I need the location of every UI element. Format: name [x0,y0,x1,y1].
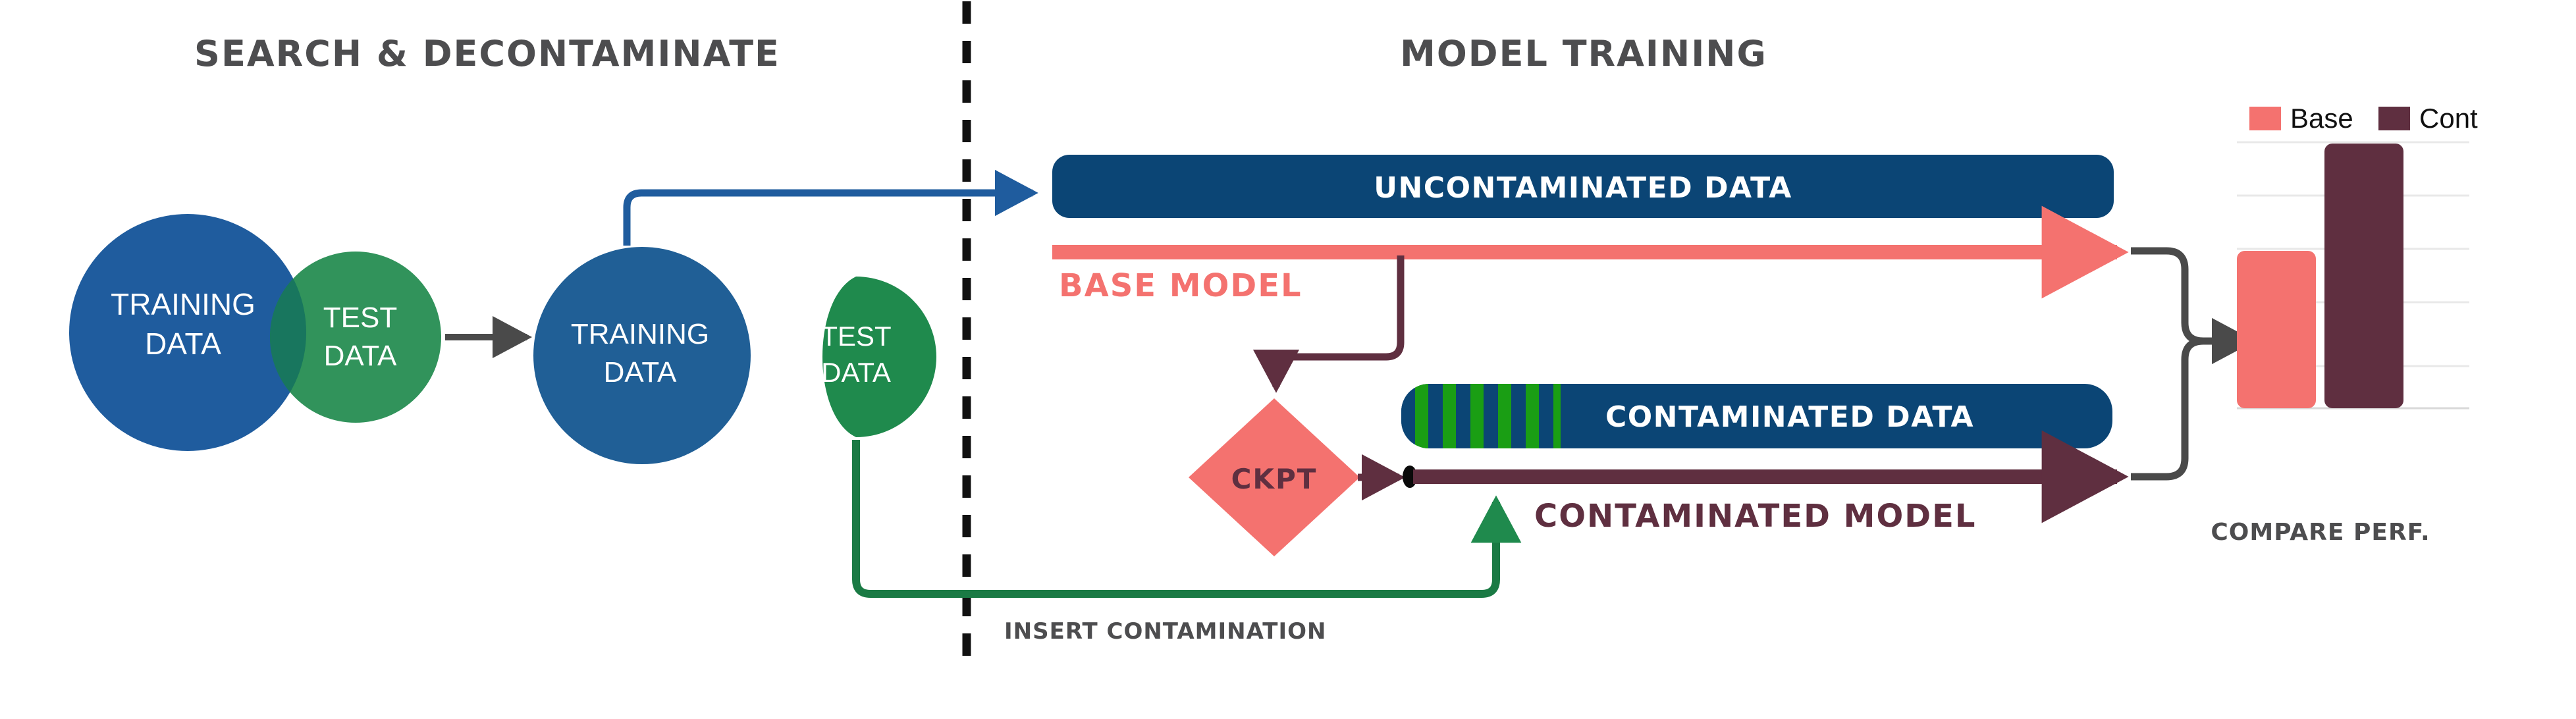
stage2-training-circle [533,247,751,464]
stage2-data-decontaminated: TRAINING DATA TEST DATA [533,247,936,464]
contaminated-data-bar: CONTAMINATED DATA [1401,384,2112,448]
insert-contamination-label: INSERT CONTAMINATION [1004,618,1327,645]
section-title-left: SEARCH & DECONTAMINATE [194,33,780,74]
stage2-training-label-line1: TRAINING [571,318,709,350]
checkpoint-branch-path [1252,255,1405,393]
uncontaminated-data-flow-path [623,169,1038,246]
stage1-training-label-line2: DATA [145,327,221,361]
uncontaminated-data-bar: UNCONTAMINATED DATA [1052,155,2114,218]
insert-contamination-path [852,440,1522,598]
stage1-data-overlap: TRAINING DATA TEST DATA [69,214,441,451]
contamination-stripes [1401,384,1561,448]
stage2-test-circle-bitten [822,277,936,437]
compare-merge-lower-path [2131,337,2239,481]
chart-legend-label-cont: Cont [2419,103,2478,134]
stage1-training-label-line1: TRAINING [111,287,255,321]
stage1-test-label-line2: DATA [324,340,397,372]
chart-bar-cont [2324,144,2403,408]
chart-caption: COMPARE PERF. [2211,519,2430,546]
stage1-test-label-line1: TEST [323,302,397,334]
compare-performance-chart: Base Cont COMPARE PERF. [2211,103,2478,546]
base-model-label: BASE MODEL [1059,267,1302,304]
stage2-training-label-line2: DATA [604,356,677,388]
contaminated-bar-body [1401,384,2112,448]
uncontaminated-data-label: UNCONTAMINATED DATA [1374,171,1792,205]
compare-merge-upper-path [2131,247,2239,345]
chart-legend-swatch-base [2249,107,2281,130]
contaminated-model-label: CONTAMINATED MODEL [1534,498,1976,535]
chart-bar-base [2237,251,2316,408]
section-title-right: MODEL TRAINING [1400,33,1767,74]
ckpt-node: CKPT [1189,398,1360,556]
stage1-test-circle [270,252,441,423]
contaminated-data-label: CONTAMINATED DATA [1605,400,1974,434]
stage2-test-label-line1: TEST [820,321,891,352]
chart-legend-swatch-cont [2378,107,2410,130]
ckpt-diamond-shape [1189,398,1360,556]
stage1-training-circle [69,214,306,451]
chart-legend-label-base: Base [2290,103,2353,134]
ckpt-label: CKPT [1231,463,1318,495]
stage2-test-label-line2: DATA [821,357,891,388]
